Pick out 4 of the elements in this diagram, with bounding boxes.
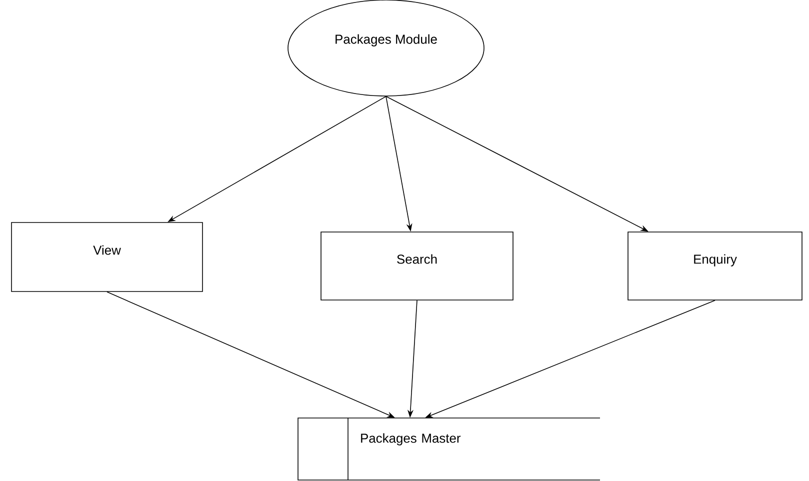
process-box: View [11, 222, 203, 292]
process-box: Enquiry [628, 232, 802, 300]
data-store: Packages Master [298, 418, 600, 480]
process-box: Search [320, 232, 514, 300]
